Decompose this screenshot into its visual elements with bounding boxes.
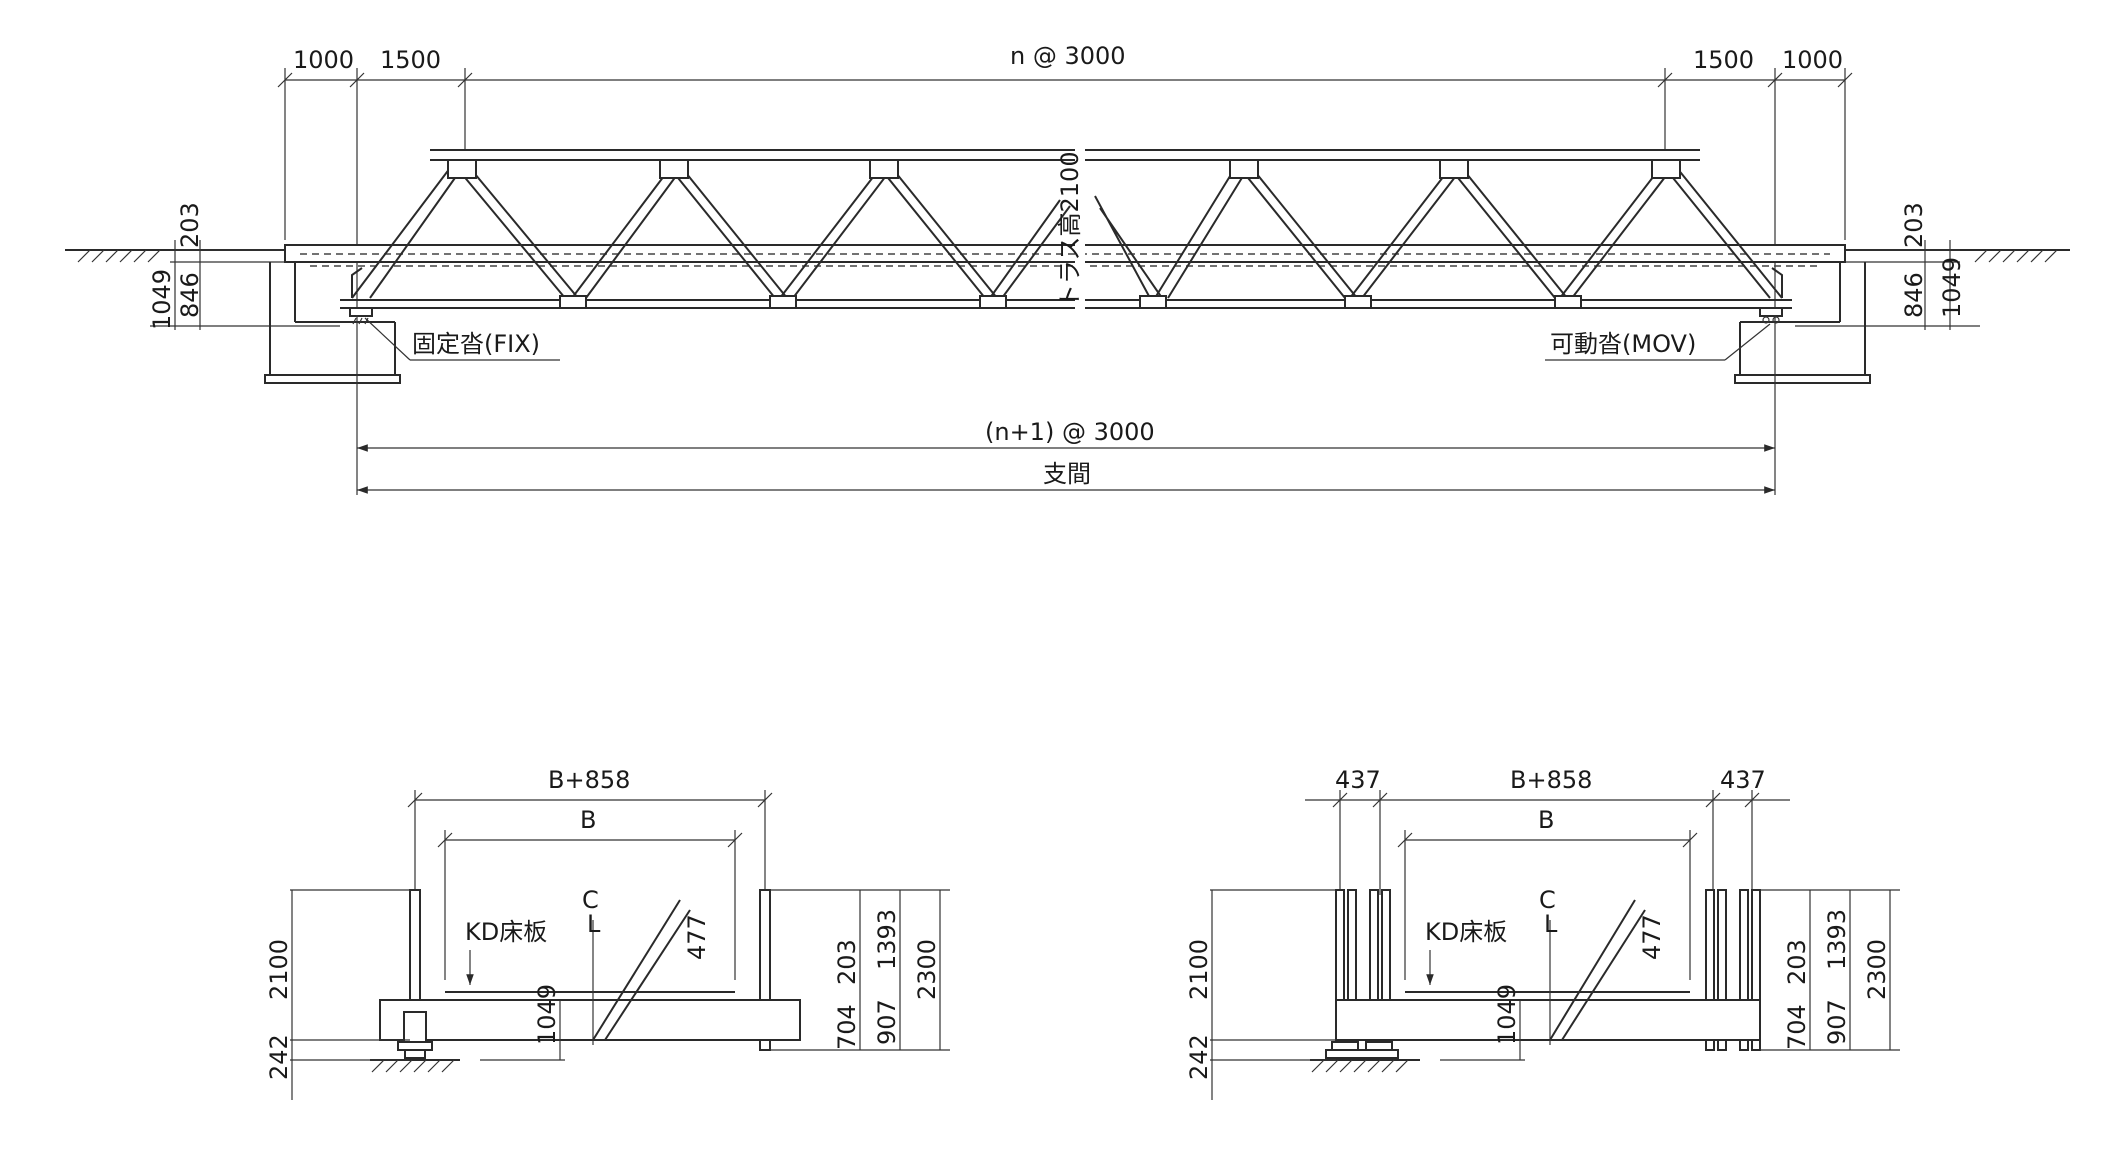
sr-dim-2100: 2100 <box>1185 939 1213 1000</box>
sr-dim-704: 704 <box>1783 1004 1811 1050</box>
bearing-mov: 可動沓(MOV) <box>1545 307 1783 361</box>
dim-left-203: 203 <box>176 202 204 248</box>
sl-dim-477: 477 <box>683 914 711 960</box>
dim-panels: (n+1) @ 3000 <box>985 418 1155 446</box>
dim-span: 支間 <box>1043 460 1091 488</box>
sl-dim-1393: 1393 <box>873 909 901 970</box>
sl-dim-704: 704 <box>833 1004 861 1050</box>
left-height-dimensions: 203 846 1049 <box>148 202 340 330</box>
sr-dim-1049: 1049 <box>1493 984 1521 1045</box>
sl-deck-label: KD床板 <box>465 918 547 946</box>
deck <box>284 244 1846 309</box>
dim-left-1000: 1000 <box>293 46 354 74</box>
dim-right-203: 203 <box>1900 202 1928 248</box>
bearing-fix-label: 固定沓(FIX) <box>412 330 540 358</box>
sr-dim-242: 242 <box>1185 1034 1213 1080</box>
dim-left-846: 846 <box>176 272 204 318</box>
dim-right-1000: 1000 <box>1782 46 1843 74</box>
sr-centerline-l: L <box>1544 910 1558 938</box>
section-left: B+858 B C L KD床板 477 21 <box>265 766 950 1100</box>
top-gussets <box>447 159 1681 179</box>
sr-dim-1393: 1393 <box>1823 909 1851 970</box>
truss-height-label: トラス高2100 <box>1056 151 1084 308</box>
dim-right-1500: 1500 <box>1693 46 1754 74</box>
sl-dim-1049: 1049 <box>533 984 561 1045</box>
sl-dim-203: 203 <box>833 939 861 985</box>
sl-dim-2100: 2100 <box>265 939 293 1000</box>
sl-dim-b858: B+858 <box>548 766 630 794</box>
top-dimension: 1000 1500 n @ 3000 1500 1000 <box>277 42 1853 315</box>
sl-dim-242: 242 <box>265 1034 293 1080</box>
dim-left-1049: 1049 <box>148 269 176 330</box>
sl-dim-2300: 2300 <box>913 939 941 1000</box>
sl-dim-b: B <box>580 806 596 834</box>
sr-dim-437-right: 437 <box>1720 766 1766 794</box>
dim-right-1049: 1049 <box>1938 257 1966 318</box>
sr-dim-2300: 2300 <box>1863 939 1891 1000</box>
abutment-left <box>264 262 401 384</box>
sr-dim-b858: B+858 <box>1510 766 1592 794</box>
sl-centerline-c: C <box>582 886 599 914</box>
dim-top-span: n @ 3000 <box>1010 42 1126 70</box>
right-height-dimensions: 203 846 1049 <box>1795 202 1980 330</box>
top-chord <box>430 140 1700 315</box>
sr-dim-907: 907 <box>1823 999 1851 1045</box>
sr-dim-437-left: 437 <box>1335 766 1381 794</box>
sr-dim-b: B <box>1538 806 1554 834</box>
bottom-gussets <box>559 295 1582 309</box>
sr-dim-203: 203 <box>1783 939 1811 985</box>
section-right: 437 B+858 437 B C L KD床板 <box>1185 766 1900 1100</box>
end-posts <box>351 267 1783 298</box>
sr-centerline-c: C <box>1539 886 1556 914</box>
sr-dim-477: 477 <box>1638 914 1666 960</box>
truss-web <box>351 167 1783 299</box>
dim-right-846: 846 <box>1900 272 1928 318</box>
span-dimensions: (n+1) @ 3000 支間 <box>356 315 1776 495</box>
elevation-view: 1000 1500 n @ 3000 1500 1000 203 846 104… <box>65 42 2070 495</box>
sl-centerline-l: L <box>587 910 601 938</box>
dim-left-1500: 1500 <box>380 46 441 74</box>
bearing-mov-label: 可動沓(MOV) <box>1550 330 1696 358</box>
sr-deck-label: KD床板 <box>1425 918 1507 946</box>
bearing-fix: 固定沓(FIX) <box>349 307 560 361</box>
sl-dim-907: 907 <box>873 999 901 1045</box>
